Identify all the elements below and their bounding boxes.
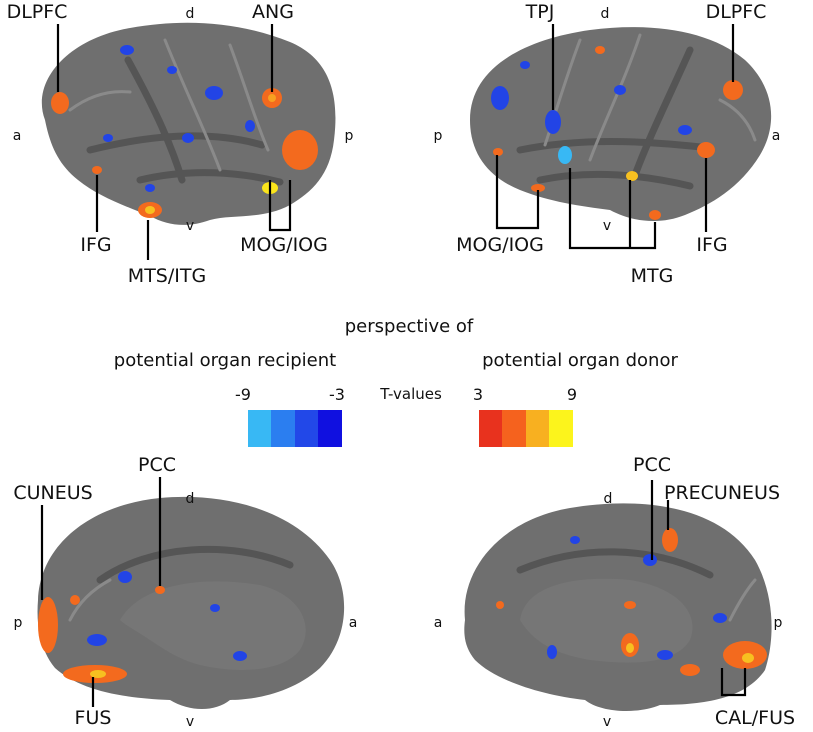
orient-d-br: d — [604, 491, 613, 507]
label-dlpfc-right: DLPFC — [706, 1, 767, 23]
brain-medial-left — [37, 496, 345, 709]
legend-pos-swatch-2 — [502, 410, 526, 447]
orient-a-br: a — [434, 615, 443, 631]
region-labels: DLPFC ANG IFG MTS/ITG MOG/IOG TPJ DLPFC … — [7, 1, 796, 729]
orient-a-bl: a — [349, 615, 358, 631]
label-ifg-left: IFG — [80, 234, 111, 256]
label-mog-iog-right: MOG/IOG — [456, 234, 544, 256]
label-cal-fus: CAL/FUS — [715, 707, 795, 729]
label-pcc-left: PCC — [138, 454, 176, 476]
orient-p-tl: p — [345, 128, 354, 144]
legend-pos-min: 3 — [473, 385, 483, 404]
label-mog-iog-left: MOG/IOG — [240, 234, 328, 256]
legend-neg-min: -9 — [235, 385, 251, 404]
orient-d-tr: d — [601, 6, 610, 22]
orient-p-tr: p — [434, 128, 443, 144]
label-ifg-right: IFG — [696, 234, 727, 256]
orient-v-br: v — [603, 714, 611, 730]
t-value-legend: perspective of potential organ recipient… — [114, 316, 678, 447]
orient-a-tl: a — [13, 128, 22, 144]
orientation-letters: d a p v d p a v d p a v d a p v — [13, 6, 783, 730]
label-mts-itg: MTS/ITG — [128, 265, 206, 287]
orient-v-tl: v — [186, 218, 194, 234]
label-pcc-right: PCC — [633, 454, 671, 476]
legend-pos-swatch-4 — [549, 410, 573, 447]
legend-neg-max: -3 — [329, 385, 345, 404]
legend-neg-swatch-3 — [295, 410, 318, 447]
legend-pos-swatch-3 — [526, 410, 549, 447]
label-mtg: MTG — [631, 265, 674, 287]
legend-pos-max: 9 — [567, 385, 577, 404]
label-cuneus: CUNEUS — [13, 482, 92, 504]
legend-pos-swatch-1 — [479, 410, 502, 447]
legend-recipient-label: potential organ recipient — [114, 350, 336, 371]
brain-lateral-left — [41, 22, 336, 225]
brain-medial-right — [464, 503, 772, 712]
orient-v-bl: v — [186, 714, 194, 730]
orient-d-tl: d — [186, 6, 195, 22]
label-tpj: TPJ — [525, 1, 555, 23]
brain-lateral-right — [470, 27, 772, 222]
orient-p-br: p — [774, 615, 783, 631]
orient-p-bl: p — [14, 615, 23, 631]
orient-a-tr: a — [772, 128, 781, 144]
leader-lines — [40, 24, 747, 707]
orient-d-bl: d — [186, 491, 195, 507]
orient-v-tr: v — [603, 218, 611, 234]
legend-t-label: T-values — [379, 385, 442, 403]
label-fus: FUS — [75, 707, 112, 729]
legend-donor-label: potential organ donor — [482, 350, 678, 371]
legend-neg-swatch-4 — [318, 410, 342, 447]
legend-title: perspective of — [345, 316, 474, 337]
label-precuneus: PRECUNEUS — [664, 482, 780, 504]
legend-neg-swatch-2 — [271, 410, 295, 447]
legend-neg-swatch-1 — [248, 410, 271, 447]
label-dlpfc-left: DLPFC — [7, 1, 68, 23]
label-ang: ANG — [252, 1, 294, 23]
